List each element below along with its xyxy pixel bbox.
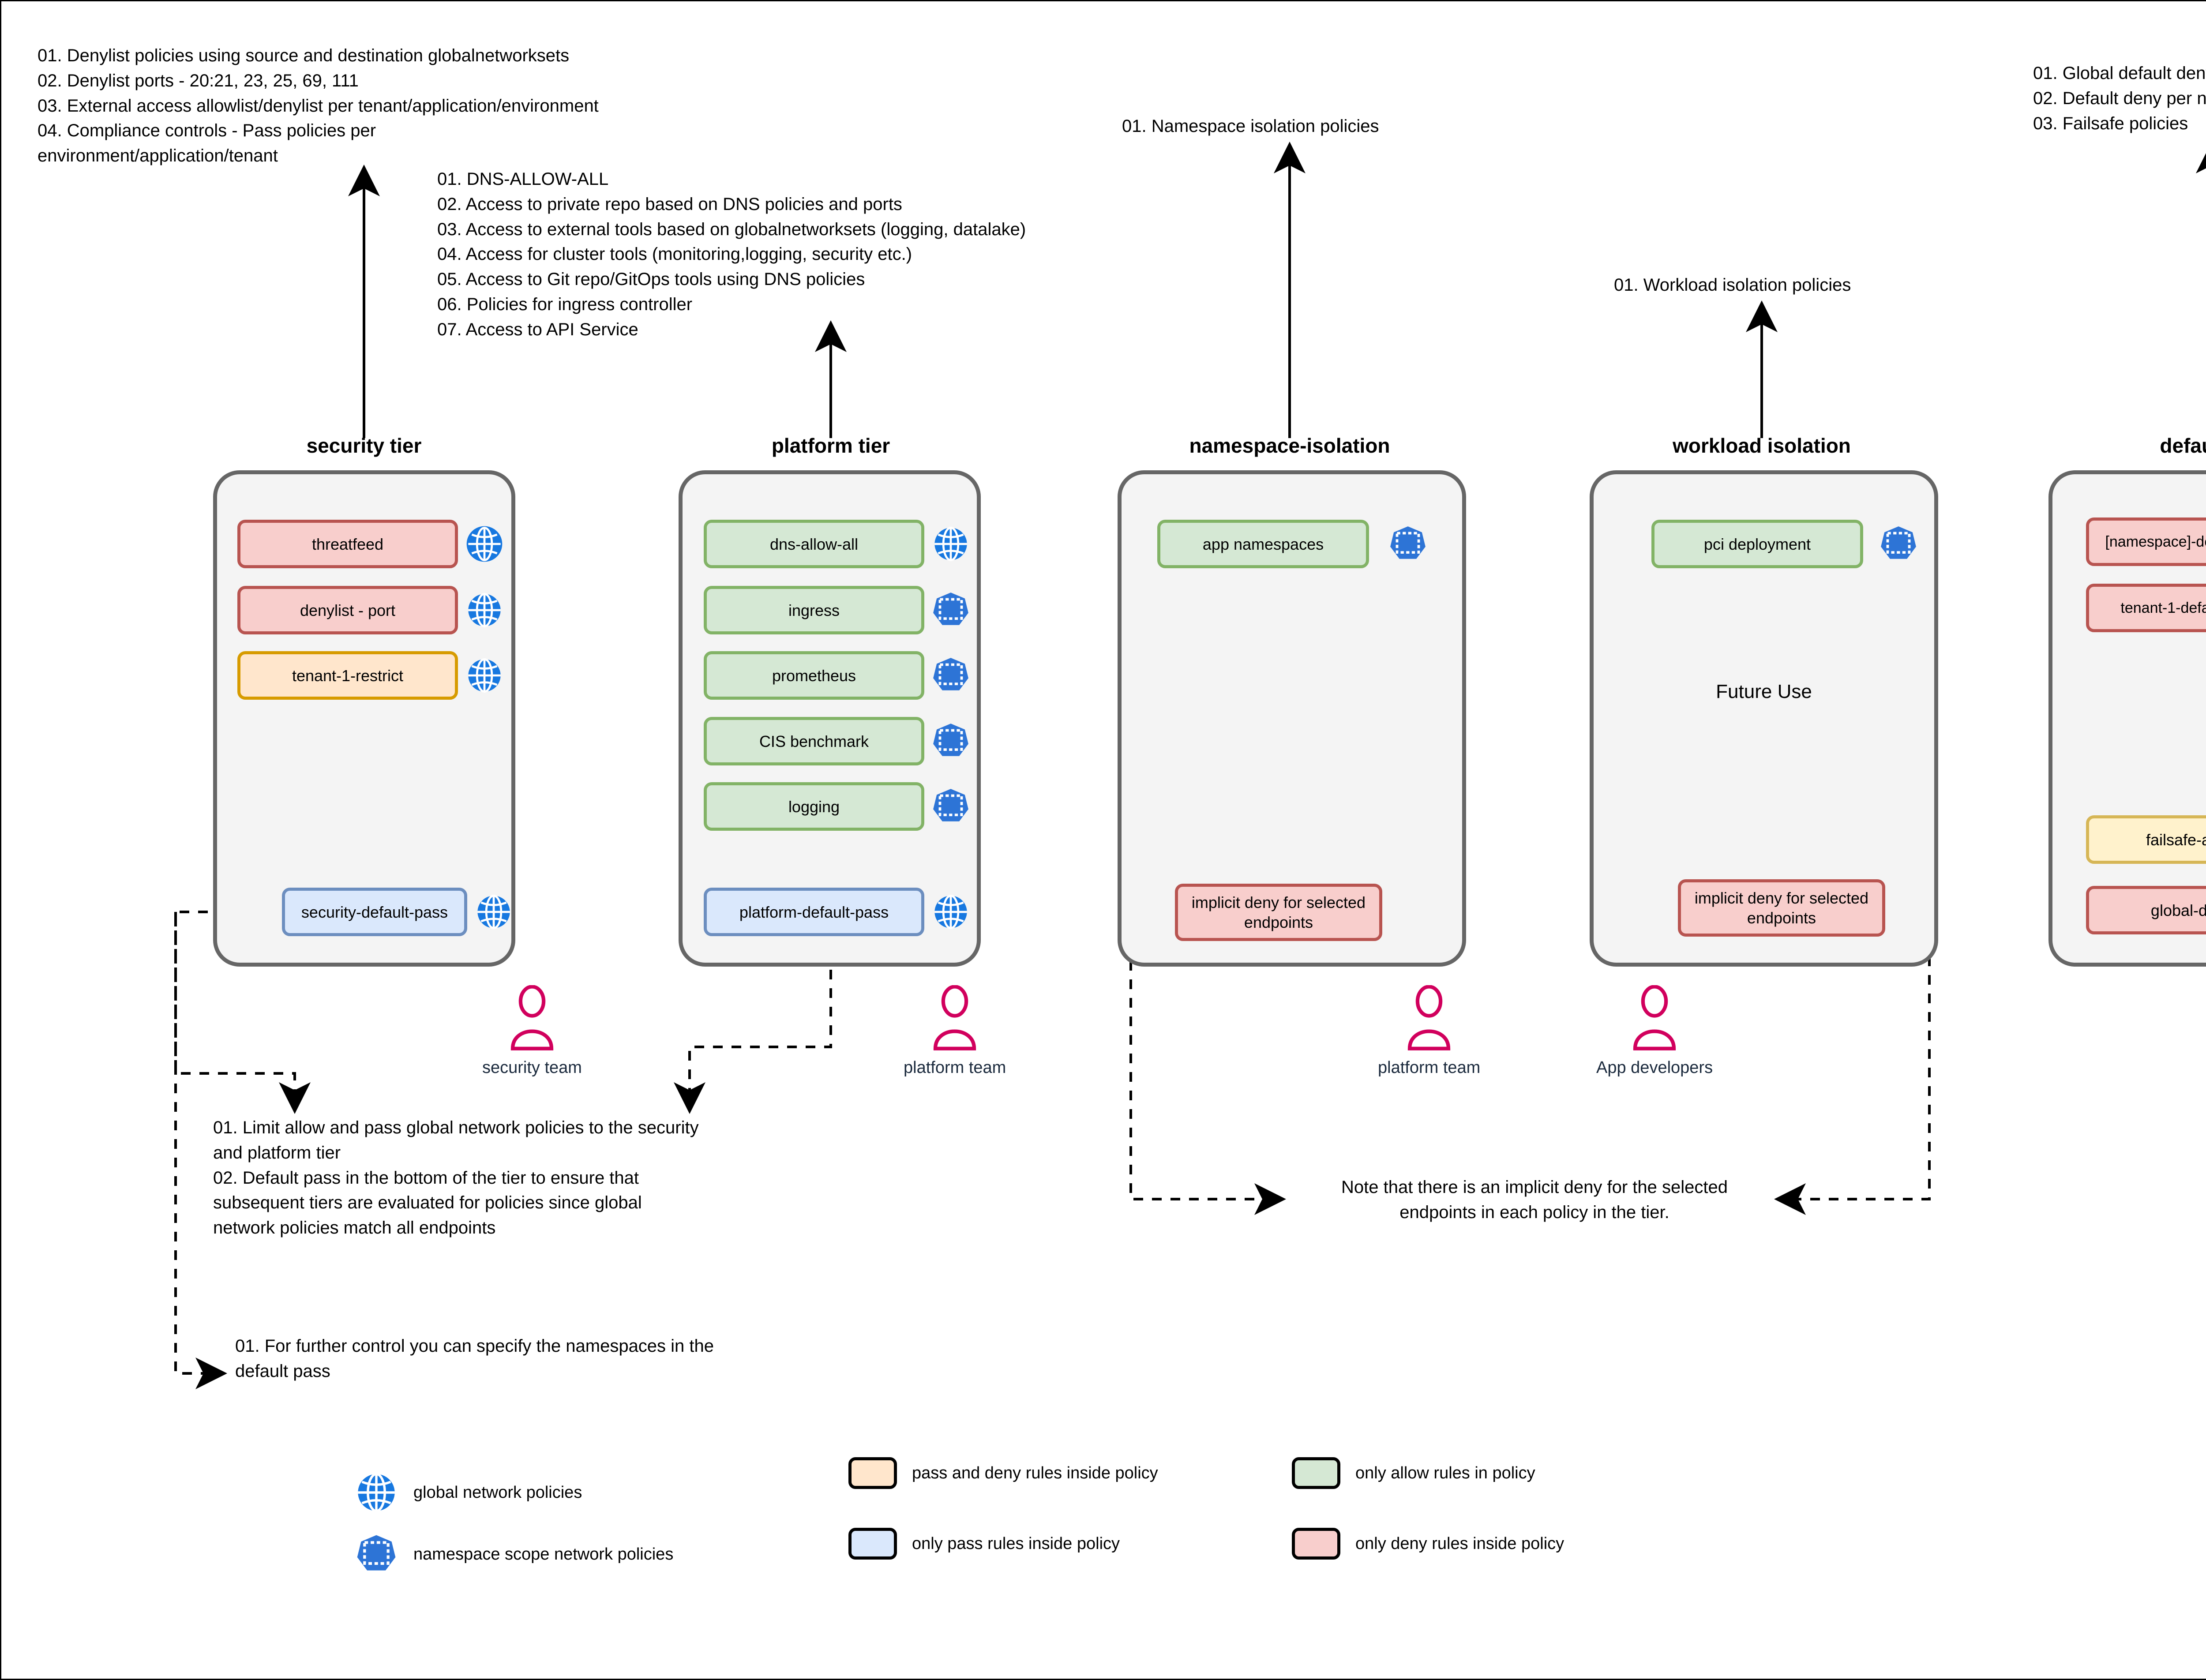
legend-swatch-deny: [1292, 1528, 1340, 1560]
policy-row: failsafe-allow: [2086, 815, 2206, 864]
policy-row: pci deployment: [1651, 520, 1925, 568]
policy-row: global-deny: [2086, 886, 2206, 934]
annotation-default: 01. Global default deny 02. Default deny…: [2033, 64, 2206, 133]
person-label: platform team: [904, 1058, 1006, 1077]
edge-platform-to-note: [674, 970, 832, 1114]
policy-row: ingress: [704, 586, 977, 634]
legend-only-allow: only allow rules in policy: [1292, 1457, 1535, 1489]
tier-title-default: default tier: [2160, 434, 2206, 457]
future-use-label: Future Use: [1716, 681, 1812, 702]
policy-prometheus[interactable]: prometheus: [704, 651, 924, 700]
namespace-icon: [1381, 524, 1434, 564]
policy-failsafe-allow[interactable]: failsafe-allow: [2086, 815, 2206, 864]
legend-swatch-allow: [1292, 1457, 1340, 1489]
policy-row: dns-allow-all: [704, 520, 977, 568]
legend-label: global network policies: [413, 1483, 582, 1502]
policy-row: app namespaces: [1157, 520, 1434, 568]
policy-row: prometheus: [704, 651, 977, 700]
tier-title-security: security tier: [306, 434, 422, 457]
note-limit-allow-pass: 01. Limit allow and pass global network …: [213, 1118, 699, 1238]
note-further-control: 01. For further control you can specify …: [235, 1336, 714, 1381]
legend-swatch-pass: [848, 1528, 897, 1560]
policy-logging[interactable]: logging: [704, 782, 924, 831]
policy-cis-benchmark[interactable]: CIS benchmark: [704, 717, 924, 765]
policy-row: CIS benchmark: [704, 717, 977, 765]
policy-row: [namespace]-default-deny: [2086, 518, 2206, 566]
person-security-team: security team: [482, 985, 582, 1077]
person-icon: [1633, 985, 1676, 1050]
policy-platform-default-pass[interactable]: platform-default-pass: [704, 888, 924, 936]
legend-label: only allow rules in policy: [1355, 1463, 1535, 1482]
globe-icon: [467, 892, 520, 931]
annotation-namespace: 01. Namespace isolation policies: [1122, 116, 1379, 136]
legend-label: pass and deny rules inside policy: [912, 1463, 1158, 1482]
globe-icon: [458, 525, 511, 563]
policy-tenant-1-default-deny[interactable]: tenant-1-default-deny: [2086, 584, 2206, 632]
legend-label: namespace scope network policies: [413, 1545, 674, 1564]
namespace-icon: [357, 1535, 396, 1571]
globe-icon: [924, 525, 977, 563]
globe-icon: [458, 591, 511, 630]
person-label: security team: [482, 1058, 582, 1077]
legend-label: only pass rules inside policy: [912, 1534, 1120, 1553]
person-label: App developers: [1596, 1058, 1713, 1077]
policy-row: threatfeed: [237, 520, 511, 568]
globe-icon: [358, 1473, 395, 1512]
person-icon: [934, 985, 976, 1050]
policy-implicit-deny-workload[interactable]: implicit deny for selected endpoints: [1678, 879, 1885, 937]
namespace-icon: [924, 721, 977, 761]
annotation-workload: 01. Workload isolation policies: [1614, 275, 1851, 295]
tier-title-namespace: namespace-isolation: [1189, 434, 1390, 457]
globe-icon: [458, 656, 511, 695]
person-platform-team-2: platform team: [1378, 985, 1480, 1077]
policy-tenant-1-restrict[interactable]: tenant-1-restrict: [237, 651, 458, 700]
policy-security-default-pass[interactable]: security-default-pass: [282, 888, 467, 936]
policy-row: implicit deny for selected endpoints: [1678, 879, 1885, 937]
globe-icon: [924, 892, 977, 931]
namespace-icon: [1872, 524, 1925, 564]
annotation-platform: 01. DNS-ALLOW-ALL 02. Access to private …: [437, 169, 1026, 339]
namespace-icon: [924, 786, 977, 827]
policy-ingress[interactable]: ingress: [704, 586, 924, 634]
tier-title-platform: platform tier: [771, 434, 890, 457]
policy-row: tenant-1-restrict: [237, 651, 511, 700]
policy-threatfeed[interactable]: threatfeed: [237, 520, 458, 568]
policy-namespace-default-deny[interactable]: [namespace]-default-deny: [2086, 518, 2206, 566]
policy-row: logging: [704, 782, 977, 831]
legend-only-pass: only pass rules inside policy: [848, 1528, 1120, 1560]
annotation-security: 01. Denylist policies using source and d…: [38, 46, 599, 166]
person-app-developers: App developers: [1596, 985, 1713, 1077]
person-icon: [1408, 985, 1451, 1050]
legend-swatch-passdeny: [848, 1457, 897, 1489]
legend-label: only deny rules inside policy: [1355, 1534, 1564, 1553]
policy-row: platform-default-pass: [704, 888, 977, 936]
person-platform-team: platform team: [904, 985, 1006, 1077]
policy-row: security-default-pass: [282, 888, 520, 936]
policy-app-namespaces[interactable]: app namespaces: [1157, 520, 1369, 568]
policy-implicit-deny-namespace[interactable]: implicit deny for selected endpoints: [1175, 884, 1382, 941]
policy-row: implicit deny for selected endpoints: [1175, 884, 1382, 941]
person-icon: [510, 985, 554, 1050]
legend-pass-and-deny: pass and deny rules inside policy: [848, 1457, 1158, 1489]
policy-global-deny[interactable]: global-deny: [2086, 886, 2206, 934]
policy-denylist-port[interactable]: denylist - port: [237, 586, 458, 634]
policy-dns-allow-all[interactable]: dns-allow-all: [704, 520, 924, 568]
tier-title-workload: workload isolation: [1673, 434, 1851, 457]
note-implicit-deny: Note that there is an implicit deny for …: [1341, 1178, 1728, 1222]
policy-pci-deployment[interactable]: pci deployment: [1651, 520, 1863, 568]
legend-namespace-scope-policies: namespace scope network policies: [354, 1532, 673, 1576]
legend-global-network-policies: global network policies: [354, 1470, 582, 1515]
policy-row: denylist - port: [237, 586, 511, 634]
namespace-icon: [924, 655, 977, 696]
namespace-icon: [924, 590, 977, 630]
policy-row: tenant-1-default-deny: [2086, 584, 2206, 632]
legend-only-deny: only deny rules inside policy: [1292, 1528, 1564, 1560]
person-label: platform team: [1378, 1058, 1481, 1077]
